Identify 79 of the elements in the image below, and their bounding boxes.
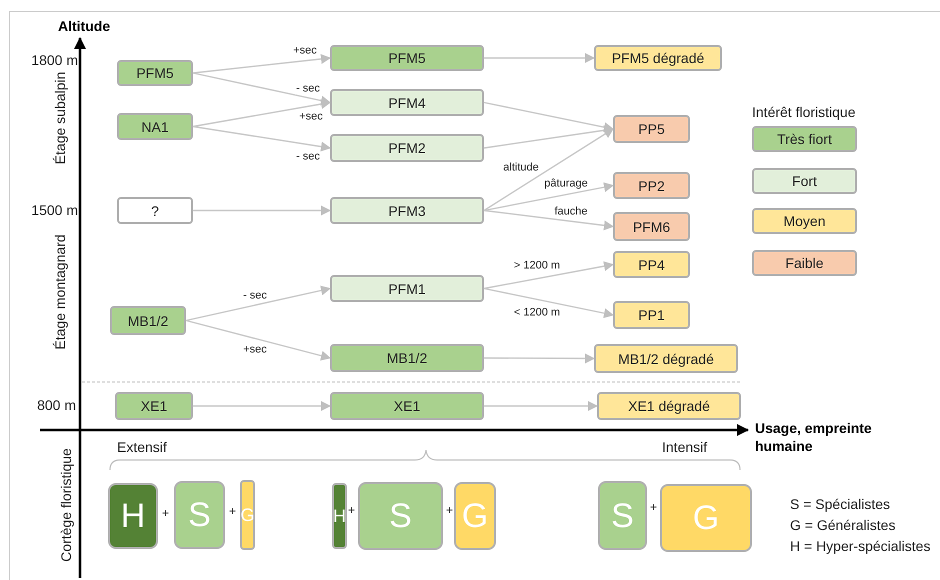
axis-label: Étage montagnard bbox=[53, 234, 67, 350]
habitat-box: PP4 bbox=[613, 251, 690, 278]
edge-label: - sec bbox=[295, 84, 321, 94]
habitat-box: XE1 dégradé bbox=[597, 392, 741, 420]
arrow bbox=[192, 126, 331, 152]
arrow bbox=[192, 54, 331, 74]
arrow bbox=[484, 261, 614, 290]
arrow bbox=[484, 353, 595, 364]
edge-label: - sec bbox=[295, 152, 321, 162]
arrow bbox=[484, 182, 614, 212]
text-label: Extensif bbox=[117, 439, 167, 456]
edge-label: pâturage bbox=[543, 178, 589, 190]
habitat-box: NA1 bbox=[117, 113, 193, 140]
legend-swatch: Moyen bbox=[752, 208, 857, 234]
species-block: S bbox=[358, 482, 443, 550]
habitat-box: XE1 bbox=[115, 392, 193, 420]
text-label: S = Spécialistes bbox=[790, 496, 890, 514]
text-label: + bbox=[162, 506, 170, 521]
habitat-box: PFM3 bbox=[330, 197, 484, 224]
habitat-box: PFM1 bbox=[330, 275, 484, 302]
legend-swatch: Fort bbox=[752, 168, 857, 194]
arrow bbox=[484, 288, 614, 318]
habitat-box: PFM5 bbox=[330, 45, 484, 71]
habitat-box: XE1 bbox=[330, 392, 484, 420]
edge-label: altitude bbox=[502, 162, 540, 174]
habitat-box: ? bbox=[117, 197, 193, 224]
arrow bbox=[193, 206, 331, 216]
text-label: + bbox=[348, 503, 356, 518]
habitat-box: MB1/2 bbox=[330, 344, 484, 372]
arrow bbox=[192, 72, 331, 106]
species-block: S bbox=[174, 481, 225, 549]
species-block: H bbox=[108, 483, 158, 549]
habitat-box: PFM5 bbox=[117, 60, 193, 86]
edge-label: +sec bbox=[292, 46, 318, 56]
species-block: G bbox=[454, 482, 496, 550]
legend-swatch: Faible bbox=[752, 250, 857, 276]
species-block: H bbox=[332, 483, 347, 549]
habitat-box: PFM2 bbox=[330, 134, 484, 162]
text-label: Intérêt floristique bbox=[752, 104, 856, 122]
habitat-box: PP2 bbox=[613, 172, 690, 199]
habitat-box: PP5 bbox=[613, 115, 690, 143]
text-label: Altitude bbox=[58, 18, 110, 36]
species-block: G bbox=[660, 484, 752, 552]
text-label: G = Généralistes bbox=[790, 517, 896, 534]
edge-label: < 1200 m bbox=[512, 308, 562, 318]
text-label: + bbox=[229, 504, 236, 519]
arrow bbox=[484, 401, 598, 411]
arrow bbox=[192, 99, 331, 128]
arrow bbox=[484, 102, 614, 132]
text-label: 1800 m bbox=[30, 52, 78, 70]
arrow bbox=[193, 401, 331, 411]
edge-label: - sec bbox=[242, 290, 268, 302]
edge-label: fauche bbox=[553, 206, 589, 218]
text-label: Usage, empreinte humaine bbox=[755, 420, 873, 455]
habitat-box: PFM5 dégradé bbox=[594, 45, 722, 71]
arrow bbox=[186, 286, 331, 322]
arrow bbox=[186, 320, 331, 361]
arrow bbox=[484, 210, 614, 230]
arrow bbox=[484, 128, 614, 212]
edge-label: > 1200 m bbox=[512, 260, 562, 272]
habitat-box: PP1 bbox=[613, 301, 690, 329]
text-label: Intensif bbox=[662, 439, 708, 456]
habitat-box: MB1/2 dégradé bbox=[594, 344, 738, 373]
habitat-box: MB1/2 bbox=[110, 306, 186, 335]
legend-swatch: Très fiort bbox=[752, 126, 857, 152]
habitat-box: PFM6 bbox=[613, 212, 690, 241]
text-label: + bbox=[446, 503, 454, 518]
species-block: G bbox=[240, 480, 255, 550]
axis-label: Étage subalpin bbox=[53, 72, 67, 164]
axis-label: Cortège floristique bbox=[59, 448, 73, 562]
species-block: S bbox=[598, 481, 647, 550]
habitat-box: PFM4 bbox=[330, 89, 484, 116]
edge-label: +sec bbox=[298, 112, 324, 122]
text-label: 1500 m bbox=[30, 202, 78, 220]
text-label: 800 m bbox=[36, 397, 76, 414]
text-label: + bbox=[650, 500, 658, 515]
edge-label: +sec bbox=[242, 344, 268, 356]
arrow bbox=[484, 53, 595, 63]
text-label: H = Hyper-spécialistes bbox=[790, 538, 930, 556]
